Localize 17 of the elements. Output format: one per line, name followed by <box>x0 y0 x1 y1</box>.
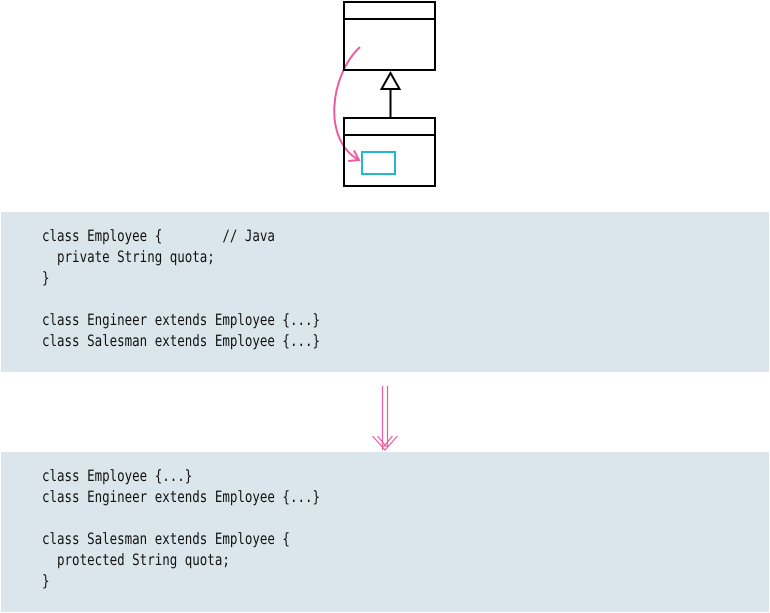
class-box <box>343 117 436 187</box>
class-box <box>343 1 436 71</box>
arrow <box>333 46 361 161</box>
code-line: } <box>42 270 50 290</box>
code-line: class Engineer extends Employee {...} <box>42 489 320 508</box>
code-line: protected String quota; <box>56 552 230 572</box>
code-line: class Employee { // Java <box>42 228 275 248</box>
code-line: class Salesman extends Employee { <box>42 531 290 550</box>
code-line: class Engineer extends Employee {...} <box>42 312 320 332</box>
code-line: class Salesman extends Employee {...} <box>42 333 320 352</box>
code-line: class Employee {...} <box>42 468 192 488</box>
code-panel <box>1 452 769 612</box>
field-box <box>361 151 396 175</box>
code-panel <box>1 212 769 372</box>
inheritance-arrow <box>380 72 400 117</box>
code-line: private String quota; <box>56 249 215 268</box>
code-line: } <box>42 573 50 592</box>
